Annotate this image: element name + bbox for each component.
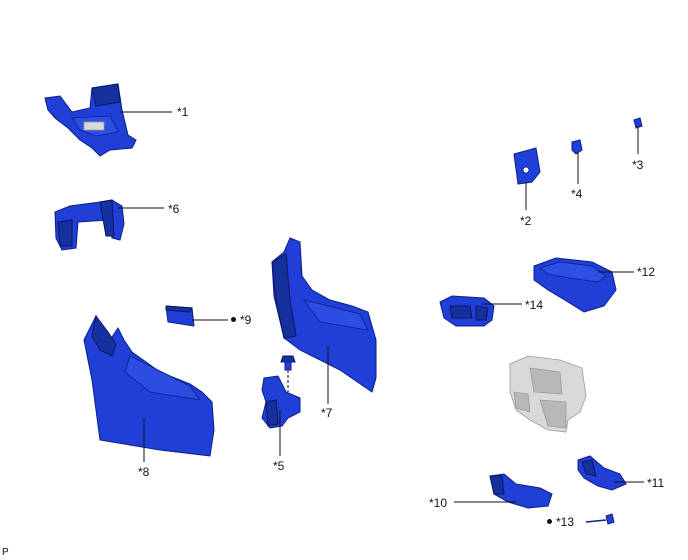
callout-13-wrap: *13 — [547, 515, 574, 529]
part-12-armrest-lid — [533, 257, 617, 313]
callout-3: *3 — [632, 158, 644, 172]
callout-6: *6 — [168, 202, 180, 216]
callout-2: *2 — [520, 214, 532, 228]
part-2-panel — [513, 147, 541, 185]
part-1-console-frame — [44, 83, 137, 157]
part-6-bracket — [54, 199, 125, 251]
callout-8: *8 — [138, 465, 150, 479]
callout-1: *1 — [177, 105, 189, 119]
callout-4: *4 — [571, 187, 583, 201]
callout-12: *12 — [637, 265, 656, 279]
reference-assembly-grey — [509, 355, 587, 433]
bullet-icon — [231, 317, 236, 323]
part-13-pin — [585, 513, 615, 525]
callout-9: *9 — [240, 313, 252, 327]
callout-13: *13 — [556, 515, 575, 529]
callout-7: *7 — [321, 406, 333, 420]
callout-10: *10 — [429, 496, 448, 510]
part-10-bracket — [489, 473, 553, 509]
corner-mark: P — [2, 547, 9, 558]
callout-5: *5 — [273, 459, 285, 473]
leader-lines — [118, 111, 644, 503]
part-4-clip — [571, 139, 583, 155]
callout-11: *11 — [647, 476, 665, 490]
bullet-icon — [547, 519, 552, 525]
part-7-side-panel-right — [271, 237, 377, 393]
part-11-bracket — [577, 455, 627, 491]
callout-9-wrap: *9 — [231, 313, 251, 327]
part-3-clip — [633, 117, 643, 129]
part-8-side-panel-left — [83, 314, 215, 457]
part-5-bracket — [261, 355, 301, 429]
callout-14: *14 — [525, 298, 544, 312]
part-9-clip — [165, 305, 195, 327]
part-14-tray — [439, 295, 495, 327]
